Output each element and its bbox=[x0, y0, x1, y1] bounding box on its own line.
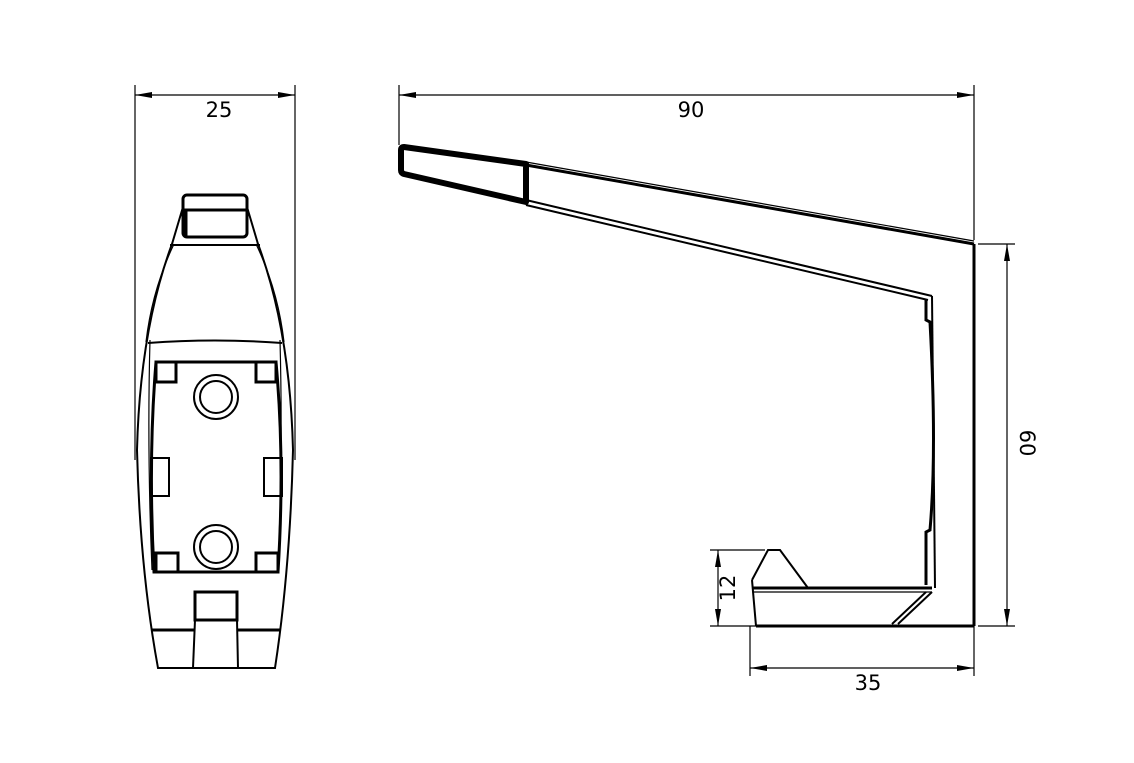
dimension-label-12: 12 bbox=[716, 575, 740, 602]
dimension-length-90: 90 bbox=[398, 85, 975, 240]
dimension-length-35: 35 bbox=[749, 626, 975, 695]
front-mounting-plate bbox=[149, 360, 283, 574]
dimension-label-90: 90 bbox=[678, 98, 705, 122]
front-view: 25 bbox=[134, 85, 296, 669]
mounting-hole-bottom bbox=[193, 524, 239, 570]
side-foot bbox=[751, 549, 974, 628]
dimension-width-25: 25 bbox=[134, 85, 296, 460]
dimension-label-35: 35 bbox=[855, 671, 882, 695]
dimension-height-12: 12 bbox=[710, 549, 765, 627]
side-view: 90 60 bbox=[398, 85, 1039, 695]
dimension-label-60: 60 bbox=[1015, 430, 1039, 457]
mounting-hole-top bbox=[193, 374, 239, 420]
front-bottom-tab bbox=[151, 590, 281, 669]
front-body-outline bbox=[135, 206, 295, 669]
arm-grip bbox=[398, 144, 529, 205]
dimension-label-25: 25 bbox=[206, 98, 233, 122]
front-top-tab bbox=[181, 193, 249, 239]
dimension-height-60: 60 bbox=[978, 243, 1039, 627]
